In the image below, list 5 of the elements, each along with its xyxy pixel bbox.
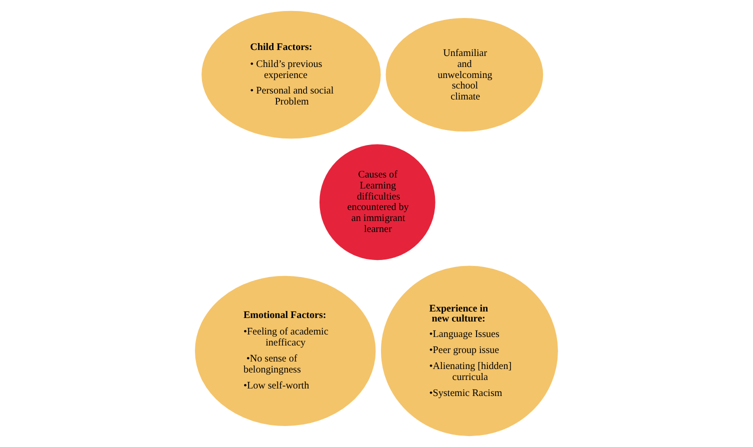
node-ellipse: Unfamiliar and unwelcoming school climate [386, 18, 544, 132]
node-ellipse: Emotional Factors: •Feeling of academic inefficacy •No sense of belongingness •Low self-worth [194, 276, 376, 426]
node-ellipse: Child Factors: • Child’s previous experience • Personal and social Problem [202, 10, 381, 139]
node-circle: Experience in new culture: •Language Issues •Peer group issue •Alienating [hidden] curricula •Systemic Racism [380, 266, 558, 436]
node-circle: Causes of Learning difficulties encountered by an immigrant learner [319, 144, 436, 260]
